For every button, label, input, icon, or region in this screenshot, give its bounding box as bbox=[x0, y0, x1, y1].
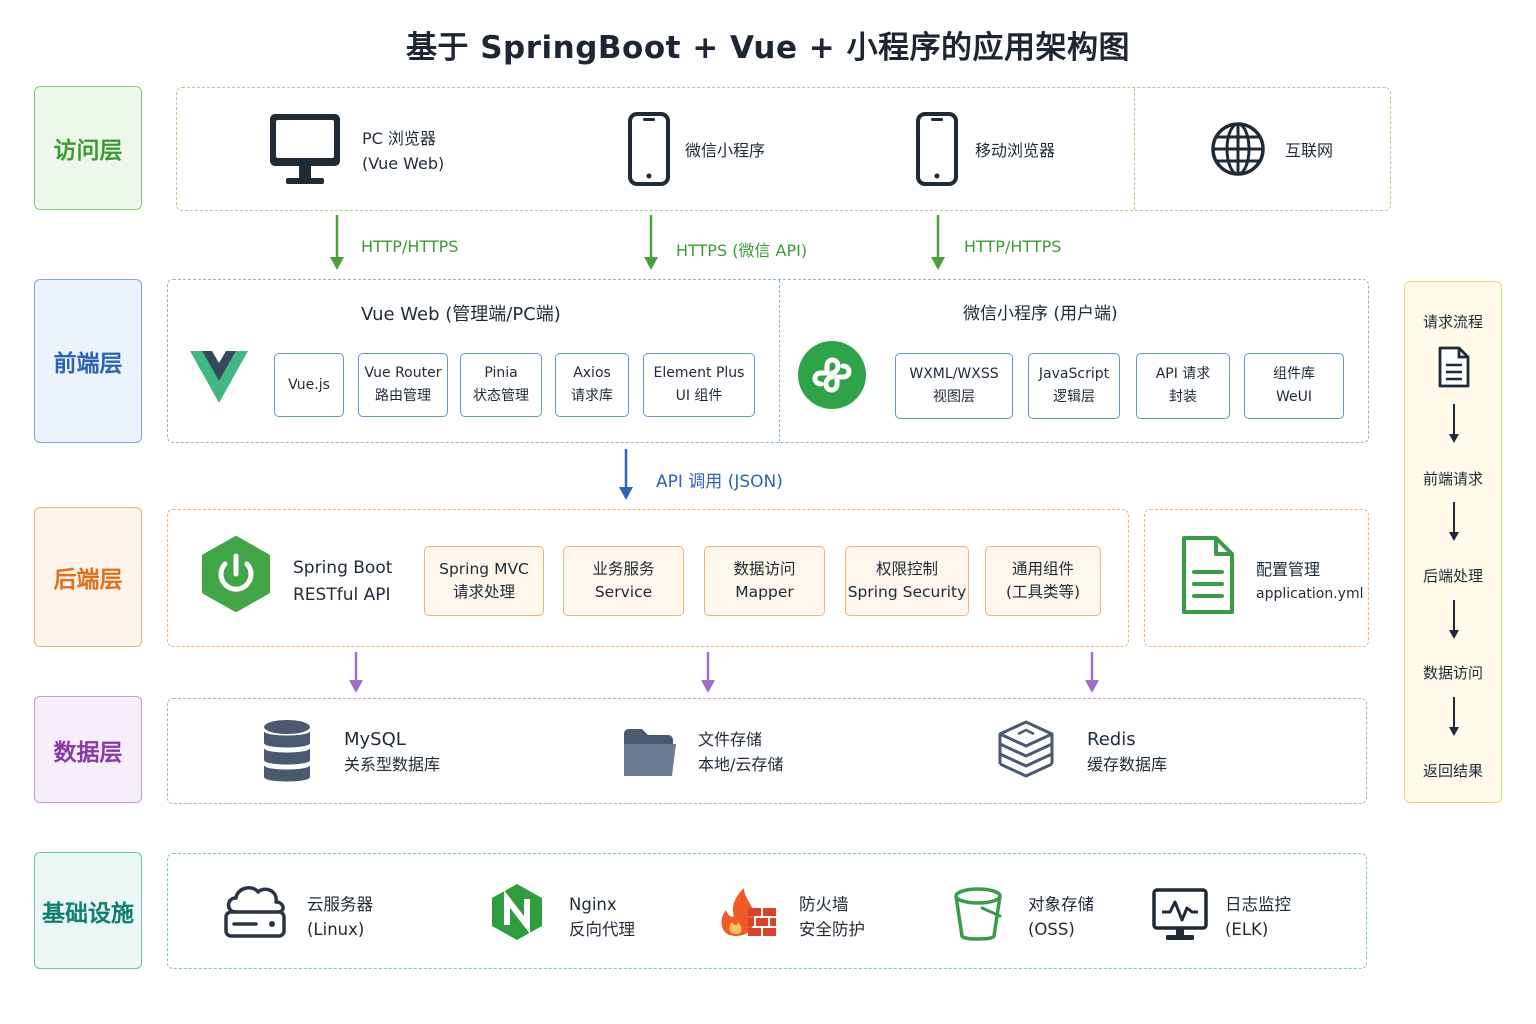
arrow-down-icon bbox=[1449, 502, 1459, 541]
arrow-down-icon bbox=[1085, 652, 1099, 693]
firewall-label: 防火墙安全防护 bbox=[799, 895, 865, 939]
cloud-server-icon bbox=[224, 886, 286, 938]
monitor-chart-icon bbox=[1152, 888, 1208, 940]
chip-vuejs: Vue.js bbox=[274, 353, 344, 417]
vue-logo-icon bbox=[190, 351, 248, 403]
mini-program-title: 微信小程序 (用户端) bbox=[963, 304, 1118, 324]
document-icon bbox=[1438, 346, 1470, 388]
cloud-server-label: 云服务器(Linux) bbox=[307, 895, 373, 939]
bucket-icon bbox=[954, 887, 1002, 941]
database-icon bbox=[264, 720, 310, 782]
arrow-down-icon bbox=[1449, 404, 1459, 443]
nginx-icon bbox=[492, 884, 542, 940]
arrow-down-icon bbox=[330, 215, 344, 270]
globe-icon bbox=[1211, 122, 1265, 176]
access-pc-label: PC 浏览器(Vue Web) bbox=[362, 129, 445, 173]
layer-label-frontend: 前端层 bbox=[34, 279, 142, 443]
vue-web-title: Vue Web (管理端/PC端) bbox=[361, 304, 561, 325]
frontend-panel bbox=[167, 279, 1369, 443]
arrow-down-icon bbox=[644, 215, 658, 270]
access-wechat-label: 微信小程序 bbox=[685, 141, 766, 160]
request-flow-step-2: 后端处理 bbox=[1422, 567, 1483, 585]
document-icon bbox=[1182, 536, 1234, 614]
log-monitor-label: 日志监控(ELK) bbox=[1225, 895, 1291, 939]
arrow-down-icon bbox=[701, 652, 715, 693]
request-flow-step-4: 返回结果 bbox=[1422, 762, 1483, 780]
backend-panel bbox=[167, 509, 1129, 647]
access-panel bbox=[176, 87, 1391, 211]
monitor-icon bbox=[270, 114, 340, 184]
infra-panel bbox=[167, 853, 1367, 969]
layer-label-access: 访问层 bbox=[34, 86, 142, 210]
oss-label: 对象存储(OSS) bbox=[1028, 895, 1094, 939]
chip-common: 通用组件(工具类等) bbox=[985, 546, 1101, 616]
file-storage-label: 文件存储本地/云存储 bbox=[698, 730, 784, 774]
phone-icon bbox=[916, 112, 958, 186]
arrow-down-icon bbox=[931, 215, 945, 270]
access-mobile-label: 移动浏览器 bbox=[975, 141, 1056, 160]
access-arrow-label-3: HTTP/HTTPS bbox=[964, 237, 1062, 256]
api-arrow-label: API 调用 (JSON) bbox=[656, 472, 783, 492]
page-title: 基于 SpringBoot + Vue + 小程序的应用架构图 bbox=[405, 30, 1131, 66]
arrow-down-icon bbox=[1449, 697, 1459, 736]
request-flow-title: 请求流程 bbox=[1422, 313, 1483, 331]
access-arrow-label-2: HTTPS (微信 API) bbox=[676, 241, 808, 260]
layer-label-data: 数据层 bbox=[34, 696, 142, 803]
layers-icon bbox=[998, 720, 1054, 778]
layer-label-infra: 基础设施 bbox=[34, 852, 142, 969]
data-panel bbox=[167, 698, 1367, 804]
arrow-down-icon bbox=[349, 652, 363, 693]
frontend-divider bbox=[779, 280, 780, 442]
phone-icon bbox=[628, 112, 670, 186]
mini-program-logo-icon bbox=[798, 341, 866, 409]
access-arrow-label-1: HTTP/HTTPS bbox=[361, 237, 459, 256]
folder-icon bbox=[624, 729, 676, 776]
arrow-down-icon bbox=[619, 449, 633, 500]
access-internet-label: 互联网 bbox=[1285, 141, 1334, 160]
config-panel bbox=[1144, 509, 1369, 647]
chip-api-request: API 请求封装 bbox=[1136, 353, 1230, 419]
firewall-icon bbox=[721, 888, 776, 936]
power-icon bbox=[202, 536, 270, 612]
arrow-down-icon bbox=[1449, 600, 1459, 639]
request-flow-step-1: 前端请求 bbox=[1422, 470, 1483, 488]
access-divider bbox=[1134, 88, 1135, 210]
layer-label-backend: 后端层 bbox=[34, 507, 142, 647]
request-flow-step-3: 数据访问 bbox=[1422, 664, 1483, 682]
